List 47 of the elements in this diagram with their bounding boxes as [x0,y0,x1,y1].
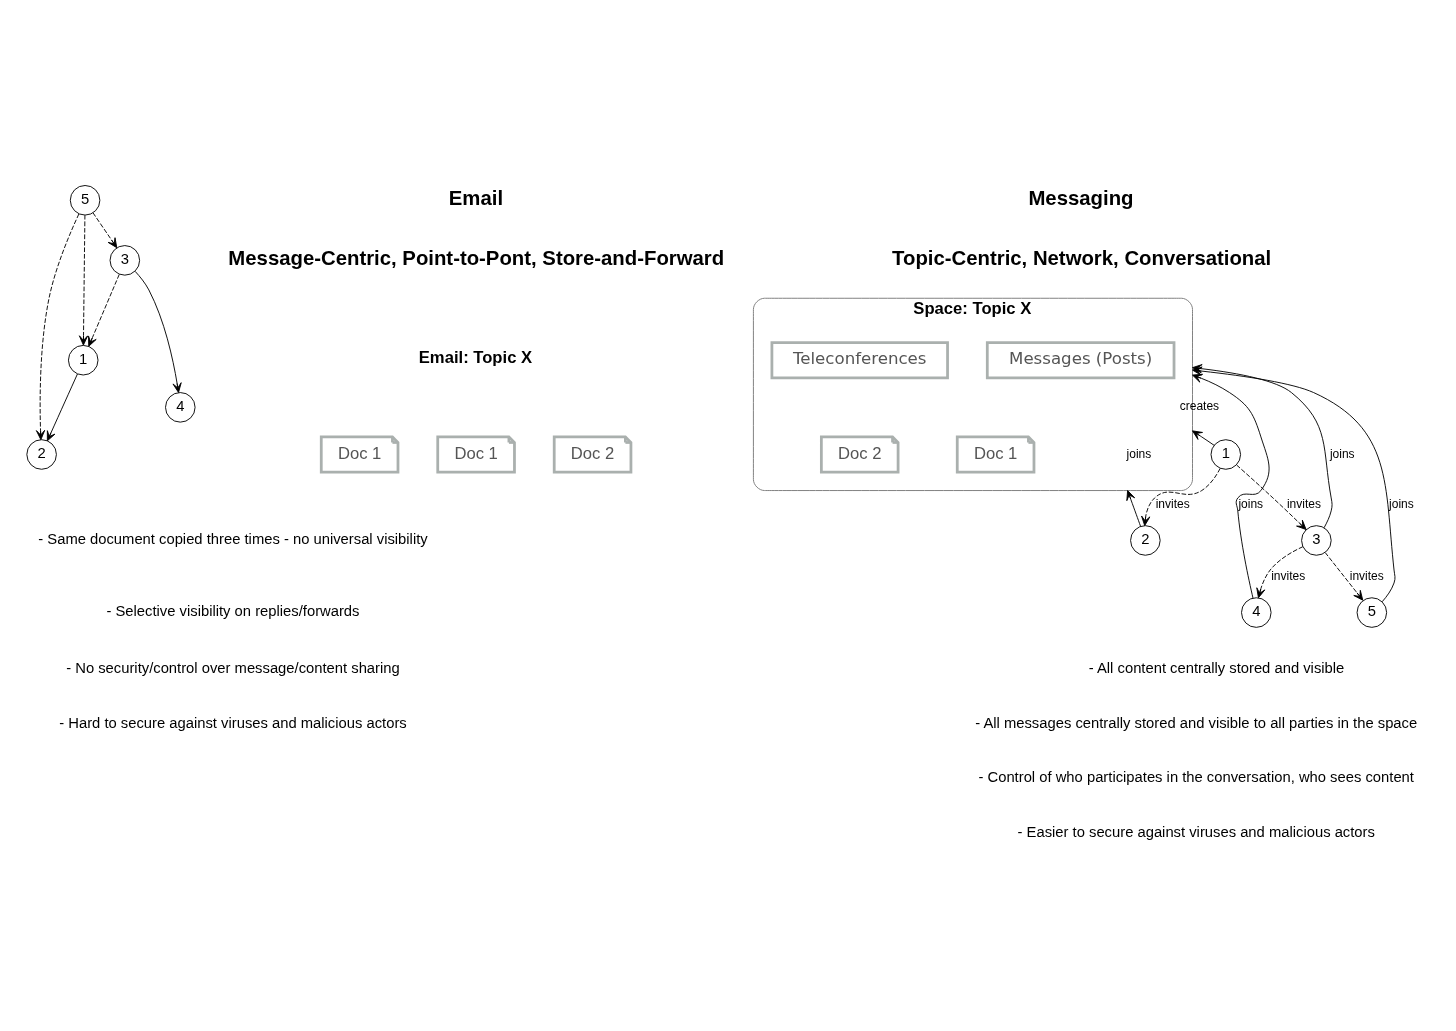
arrow [1324,552,1364,601]
label: Message-Centric, Point-to-Pont, Store-and-Forward [228,246,725,269]
edge-label: creates [1179,399,1220,414]
arrow [134,270,182,393]
arrow [1126,490,1142,527]
node-circle: 5 [1356,597,1388,628]
arrow [1192,373,1270,599]
label: - Hard to secure against viruses and malicious actors [59,714,407,731]
edge-label: invites [1349,568,1384,583]
node-circle: 3 [109,245,141,276]
label: Email [448,186,504,209]
edge-label: invites [1286,496,1321,511]
arrow [1236,464,1307,530]
arrow [1141,468,1221,527]
label: - Selective visibility on replies/forwards [106,603,360,620]
edge-label: joins [1126,446,1152,461]
node-circle: 4 [1241,597,1272,628]
node-circle: 1 [68,344,99,376]
arrow [35,213,80,441]
node-circle: 5 [69,185,101,216]
label: Email: Topic X [418,348,533,368]
arrow [1256,546,1304,599]
arrow [78,214,89,346]
label: Topic-Centric, Network, Conversational [892,246,1272,269]
edge-label: invites [1155,496,1190,511]
arrow [88,274,120,347]
node-box: Teleconferences [770,341,949,380]
label: - No security/control over message/content sharing [66,660,400,677]
node-circle: 2 [1130,525,1161,556]
label: - Easier to secure against viruses and malicious actors [1017,824,1375,841]
node-box: Messages (Posts) [985,341,1176,380]
label: - All content centrally stored and visible [1088,660,1345,677]
node-circle: 1 [1210,439,1242,470]
node-circle: 3 [1301,525,1332,556]
label: - Control of who participates in the conversation, who sees content [978,769,1414,786]
arrow [46,373,78,442]
arrow [92,212,118,249]
label: - All messages centrally stored and visible to all parties in the space [975,714,1418,731]
edge-label: joins [1329,446,1355,461]
node-circle: 4 [165,392,196,423]
edge-label: invites [1271,568,1306,583]
label: - Same document copied three times - no universal visibility [38,530,428,547]
edge-label: joins [1389,496,1414,511]
node-circle: 2 [26,439,57,470]
arrow [1192,430,1215,446]
edge-label: joins [1238,496,1264,511]
label: Messaging [1028,186,1134,209]
